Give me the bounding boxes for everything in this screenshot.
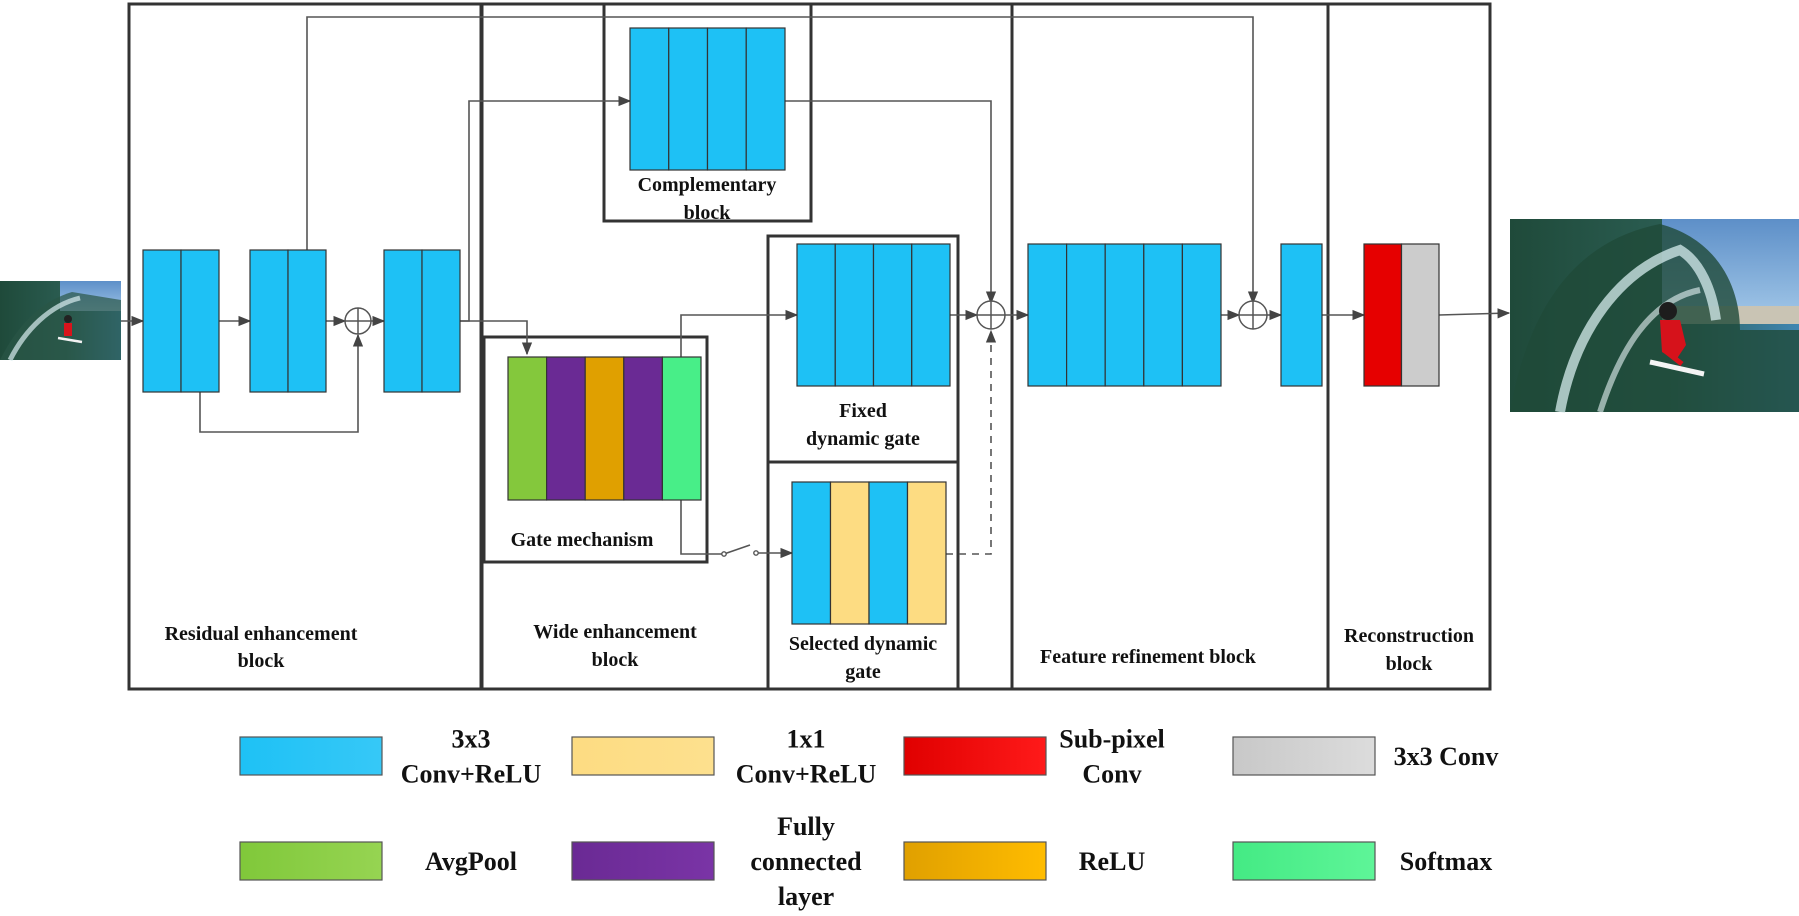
- complementary-stack-layer-2: [668, 27, 709, 171]
- legend-swatch-1: [239, 736, 383, 776]
- selected-label-line2: gate: [845, 661, 881, 683]
- gate-mechanism-stack-layer-3: [584, 356, 625, 501]
- reconstruction-stack: [1363, 243, 1440, 387]
- legend-item-5: AvgPool: [239, 841, 517, 881]
- residual-label-line1: Residual enhancement: [165, 623, 358, 645]
- legend-label-4-line-1: 3x3 Conv: [1394, 742, 1499, 771]
- input-image: [0, 281, 121, 362]
- legend-label-1-line-1: 3x3: [452, 725, 491, 754]
- refinement-label: Feature refinement block: [1040, 646, 1257, 668]
- legend-label-3-line-1: Sub-pixel: [1059, 725, 1165, 754]
- sum-node-residual: [344, 307, 372, 335]
- gate-mechanism-block: [482, 335, 709, 564]
- selected-gate-stack-layer-3: [868, 481, 909, 625]
- gate-mechanism-label: Gate mechanism: [511, 529, 654, 551]
- legend-item-4: 3x3 Conv: [1232, 736, 1499, 776]
- legend-label-8-line-1: Softmax: [1400, 847, 1492, 876]
- legend-swatch-8: [1232, 841, 1376, 881]
- legend-swatch-3: [903, 736, 1047, 776]
- output-image: [1510, 219, 1799, 413]
- selected-gate-stack-layer-2: [829, 481, 870, 625]
- legend-swatch-5: [239, 841, 383, 881]
- legend-label-3-line-2: Conv: [1082, 760, 1141, 789]
- reconstruction-label-line2: block: [1386, 653, 1434, 675]
- gate-mechanism-stack: [507, 356, 702, 501]
- complementary-label-line2: block: [684, 202, 732, 224]
- residual-stack-3: [383, 249, 461, 393]
- fixed-gate-stack-layer-4: [911, 243, 951, 387]
- reconstruction-block: [1326, 2, 1492, 691]
- gate-mechanism-stack-layer-2: [545, 356, 586, 501]
- legend-swatch-2: [571, 736, 715, 776]
- fixed-label-line2: dynamic gate: [806, 428, 920, 450]
- selected-gate-stack-layer-4: [906, 481, 947, 625]
- refinement-stack-layer-4: [1143, 243, 1184, 387]
- legend-swatch-6: [571, 841, 715, 881]
- wide-label-line2: block: [592, 649, 640, 671]
- legend-item-6: Fully connected layer: [571, 812, 862, 911]
- fixed-gate-stack: [796, 243, 951, 387]
- complementary-stack: [629, 27, 786, 171]
- legend-swatch-4: [1232, 736, 1376, 776]
- refinement-stack-layer-2: [1065, 243, 1106, 387]
- legend-label-6-line-1: Fully: [777, 812, 835, 841]
- refinement-stack-layer-1: [1027, 243, 1068, 387]
- residual-stack-1-layer-1: [142, 249, 182, 393]
- complementary-stack-layer-1: [629, 27, 670, 171]
- complementary-stack-layer-3: [706, 27, 747, 171]
- legend-item-7: ReLU: [903, 841, 1146, 881]
- reconstruction-stack-layer-2: [1400, 243, 1440, 387]
- residual-stack-3-layer-1: [383, 249, 423, 393]
- legend-label-1-line-2: Conv+ReLU: [401, 760, 542, 789]
- fixed-gate-stack-layer-3: [872, 243, 913, 387]
- residual-stack-2: [249, 249, 327, 393]
- sum-node-global: [1238, 300, 1268, 330]
- reconstruction-label-line1: Reconstruction: [1344, 625, 1474, 647]
- legend-label-6-line-3: layer: [778, 882, 834, 911]
- legend-swatch-7: [903, 841, 1047, 881]
- selected-dynamic-gate-block: [766, 460, 960, 691]
- gate-mechanism-stack-layer-4: [623, 356, 663, 501]
- legend-label-2-line-1: 1x1: [787, 725, 826, 754]
- residual-stack-2-layer-1: [249, 249, 289, 393]
- gate-mechanism-stack-layer-1: [507, 356, 548, 501]
- legend-label-2-line-2: Conv+ReLU: [736, 760, 877, 789]
- wide-label-line1: Wide enhancement: [533, 621, 697, 643]
- complementary-stack-layer-4: [745, 27, 786, 171]
- legend-label-7-line-1: ReLU: [1079, 847, 1146, 876]
- refinement-stack-layer-3: [1104, 243, 1145, 387]
- legend-item-8: Softmax: [1232, 841, 1492, 881]
- single-conv-stack: [1280, 243, 1323, 387]
- single-conv-stack-layer-1: [1280, 243, 1323, 387]
- selected-label-line1: Selected dynamic: [789, 633, 937, 655]
- layer-stacks: [142, 27, 1440, 625]
- selected-gate-stack: [791, 481, 947, 625]
- complementary-block: [602, 2, 813, 223]
- residual-stack-2-layer-2: [287, 249, 327, 393]
- residual-stack-1: [142, 249, 220, 393]
- sum-node-gate: [976, 300, 1006, 330]
- fixed-gate-stack-layer-2: [834, 243, 875, 387]
- fixed-gate-stack-layer-1: [796, 243, 836, 387]
- reconstruction-stack-layer-1: [1363, 243, 1403, 387]
- residual-label-line2: block: [238, 650, 286, 672]
- refinement-stack: [1027, 243, 1222, 387]
- legend-label-6-line-2: connected: [750, 847, 862, 876]
- complementary-label-line1: Complementary: [638, 174, 777, 196]
- legend-label-5-line-1: AvgPool: [425, 847, 517, 876]
- selected-gate-stack-layer-1: [791, 481, 832, 625]
- legend: 3x3Conv+ReLU1x1Conv+ReLUSub-pixelConv3x3…: [239, 725, 1499, 911]
- fixed-label-line1: Fixed: [839, 400, 887, 422]
- connection-wires: [121, 16, 1511, 559]
- residual-stack-1-layer-2: [180, 249, 220, 393]
- residual-stack-3-layer-2: [421, 249, 461, 393]
- refinement-stack-layer-5: [1181, 243, 1222, 387]
- gate-mechanism-stack-layer-5: [661, 356, 702, 501]
